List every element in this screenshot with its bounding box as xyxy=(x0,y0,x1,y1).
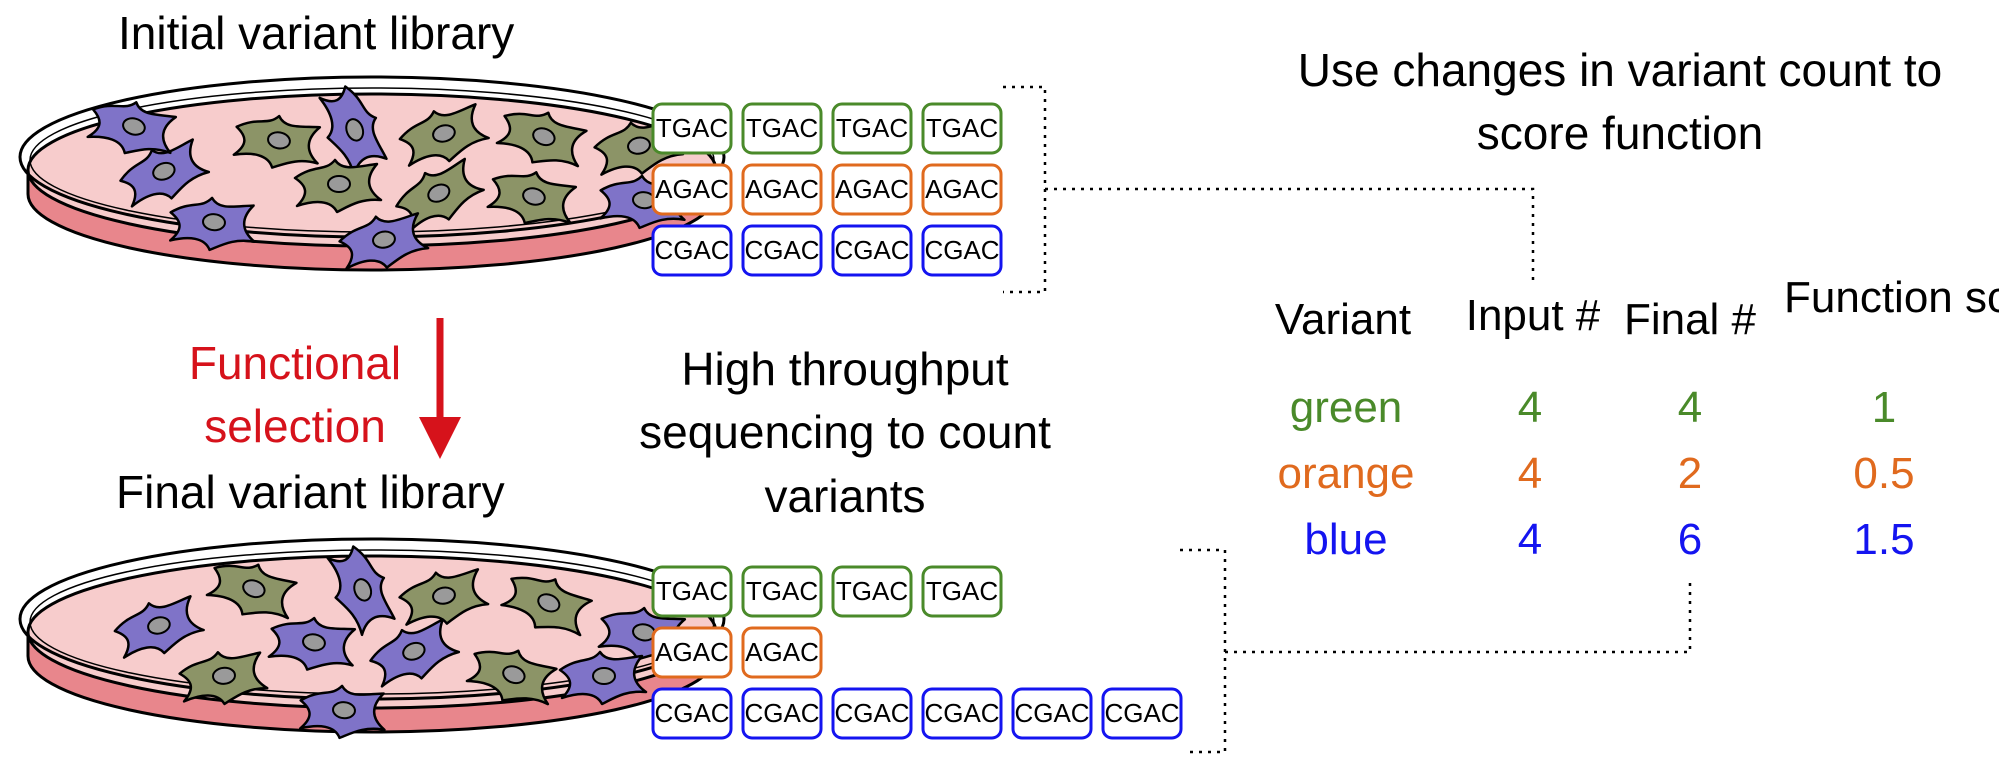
row-green-score: 1 xyxy=(1871,383,1897,432)
svg-text:TGAC: TGAC xyxy=(746,576,818,606)
cell-icon xyxy=(465,649,558,706)
cell-icon xyxy=(500,576,593,637)
final-read-tgac: TGAC xyxy=(741,565,823,618)
final-read-tgac: TGAC xyxy=(921,565,1003,618)
svg-text:CGAC: CGAC xyxy=(924,235,999,265)
cell-icon xyxy=(298,684,386,740)
header-variant: Variant xyxy=(1274,295,1412,344)
final-read-cgac: CGAC xyxy=(1011,687,1093,740)
final-library-title: Final variant library xyxy=(116,466,505,518)
cell-icon xyxy=(398,568,490,626)
scoring-label: Use changes in variant count to score fu… xyxy=(1297,44,1943,160)
final-read-cgac: CGAC xyxy=(741,687,823,740)
svg-text:AGAC: AGAC xyxy=(925,174,999,204)
final-read-agac: AGAC xyxy=(741,626,823,679)
input-count-connector xyxy=(1045,187,1535,286)
svg-text:TGAC: TGAC xyxy=(836,113,908,143)
cell-icon xyxy=(338,212,430,270)
cell-icon xyxy=(205,563,298,620)
row-orange-input: 4 xyxy=(1517,449,1543,498)
svg-text:AGAC: AGAC xyxy=(745,174,819,204)
header-function-score: Function score xyxy=(1784,273,1999,322)
svg-text:AGAC: AGAC xyxy=(655,174,729,204)
initial-reads-bracket xyxy=(1003,85,1047,294)
initial-library-title: Initial variant library xyxy=(118,7,515,59)
cell-icon xyxy=(86,101,178,155)
row-blue-score: 1.5 xyxy=(1853,515,1915,564)
functional-selection-label: Functional selection xyxy=(188,337,402,453)
cell-icon xyxy=(558,650,648,706)
final-reads-bracket xyxy=(1180,548,1227,754)
svg-text:TGAC: TGAC xyxy=(656,113,728,143)
initial-petri-dish xyxy=(18,75,726,272)
svg-text:CGAC: CGAC xyxy=(834,235,909,265)
svg-text:CGAC: CGAC xyxy=(834,698,909,728)
final-read-tgac: TGAC xyxy=(651,565,733,618)
initial-read-tgac: TGAC xyxy=(651,102,733,155)
initial-read-agac: AGAC xyxy=(741,163,823,216)
final-read-cgac: CGAC xyxy=(921,687,1003,740)
row-blue-final: 6 xyxy=(1677,515,1703,564)
svg-text:TGAC: TGAC xyxy=(926,113,998,143)
row-blue-variant: blue xyxy=(1304,515,1388,564)
row-orange-variant: orange xyxy=(1277,449,1415,498)
sequencing-label: High throughput sequencing to count vari… xyxy=(639,343,1051,522)
final-read-cgac: CGAC xyxy=(831,687,913,740)
header-final-count: Final # xyxy=(1623,295,1757,344)
svg-text:AGAC: AGAC xyxy=(745,637,819,667)
row-orange-score: 0.5 xyxy=(1853,449,1915,498)
cell-icon xyxy=(293,158,383,214)
svg-text:TGAC: TGAC xyxy=(836,576,908,606)
svg-text:CGAC: CGAC xyxy=(1014,698,1089,728)
row-green-variant: green xyxy=(1289,383,1403,432)
cell-icon xyxy=(168,196,256,252)
initial-read-tgac: TGAC xyxy=(741,102,823,155)
cell-icon xyxy=(486,171,578,225)
svg-text:CGAC: CGAC xyxy=(654,698,729,728)
svg-text:CGAC: CGAC xyxy=(744,698,819,728)
initial-read-cgac: CGAC xyxy=(831,224,913,277)
row-orange-final: 2 xyxy=(1677,449,1703,498)
header-input-count: Input # xyxy=(1465,291,1601,340)
initial-read-cgac: CGAC xyxy=(921,224,1003,277)
initial-read-cgac: CGAC xyxy=(651,224,733,277)
initial-read-cgac: CGAC xyxy=(741,224,823,277)
svg-text:CGAC: CGAC xyxy=(744,235,819,265)
final-petri-dish xyxy=(18,537,726,740)
final-read-tgac: TGAC xyxy=(831,565,913,618)
svg-text:AGAC: AGAC xyxy=(835,174,909,204)
svg-text:AGAC: AGAC xyxy=(655,637,729,667)
row-green-input: 4 xyxy=(1517,383,1543,432)
svg-text:CGAC: CGAC xyxy=(924,698,999,728)
cell-icon xyxy=(232,114,322,169)
cell-icon xyxy=(267,616,357,671)
cell-icon xyxy=(113,595,205,659)
cell-icon xyxy=(326,545,396,637)
initial-read-agac: AGAC xyxy=(921,163,1003,216)
row-green-final: 4 xyxy=(1677,383,1703,432)
initial-read-tgac: TGAC xyxy=(831,102,913,155)
final-count-connector xyxy=(1225,580,1692,654)
cell-icon xyxy=(119,138,211,208)
cell-icon xyxy=(495,111,588,168)
final-read-agac: AGAC xyxy=(651,626,733,679)
svg-text:TGAC: TGAC xyxy=(656,576,728,606)
row-blue-input: 4 xyxy=(1517,515,1543,564)
svg-text:TGAC: TGAC xyxy=(746,113,818,143)
cell-icon xyxy=(369,618,461,688)
cell-icon xyxy=(178,651,269,706)
final-read-cgac: CGAC xyxy=(651,687,733,740)
initial-read-agac: AGAC xyxy=(831,163,913,216)
initial-read-tgac: TGAC xyxy=(921,102,1003,155)
cell-icon xyxy=(398,103,490,167)
initial-read-agac: AGAC xyxy=(651,163,733,216)
svg-text:TGAC: TGAC xyxy=(926,576,998,606)
svg-text:CGAC: CGAC xyxy=(1104,698,1179,728)
final-read-cgac: CGAC xyxy=(1101,687,1183,740)
svg-text:CGAC: CGAC xyxy=(654,235,729,265)
